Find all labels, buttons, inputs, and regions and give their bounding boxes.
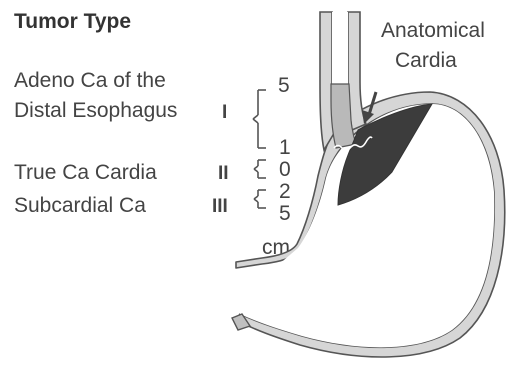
scale-bracket xyxy=(253,90,266,208)
